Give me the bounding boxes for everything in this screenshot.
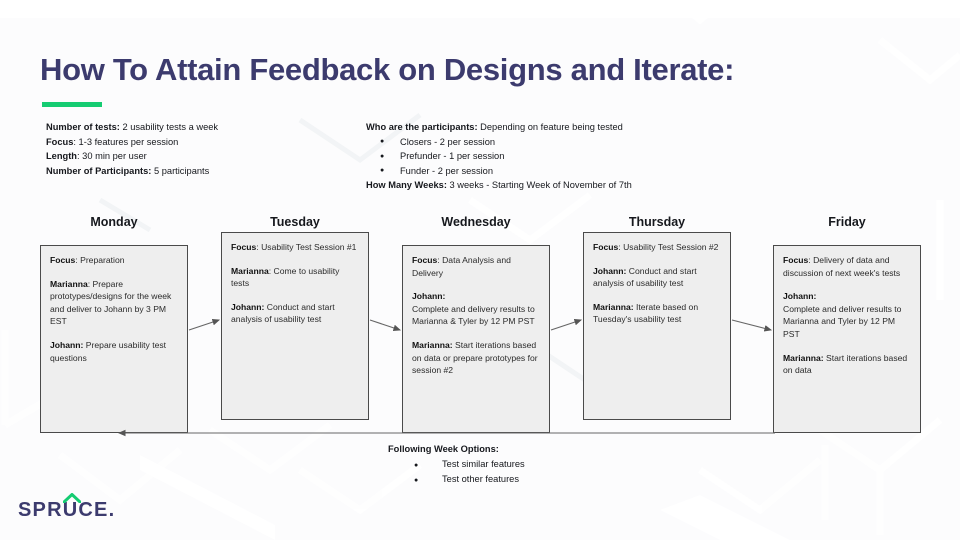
day-card-monday[interactable]: Focus: Preparation Marianna: Prepare pro… bbox=[40, 245, 188, 433]
card-text: : Preparation bbox=[75, 255, 125, 265]
card-text: : Data Analysis and Delivery bbox=[412, 255, 511, 278]
day-header-thursday: Thursday bbox=[628, 215, 686, 229]
title-accent-bar bbox=[42, 102, 102, 107]
meta-value: 3 weeks - Starting Week of November of 7… bbox=[446, 180, 632, 190]
meta-line-focus: Focus: 1-3 features per session bbox=[46, 135, 218, 150]
participants-block: Who are the participants: Depending on f… bbox=[366, 120, 632, 193]
card-block: Johann: Prepare usability test questions bbox=[50, 339, 178, 364]
meta-value: Depending on feature being tested bbox=[477, 122, 623, 132]
card-block: Marianna: Start iterations based on data bbox=[783, 352, 911, 377]
card-label: Focus bbox=[412, 255, 438, 265]
card-text: Start iterations based on data bbox=[783, 352, 908, 376]
card-text: : Usability Test Session #1 bbox=[256, 242, 357, 252]
page-title: How To Attain Feedback on Designs and It… bbox=[40, 52, 735, 87]
card-text: : Usability Test Session #2 bbox=[618, 242, 719, 252]
meta-value: : 30 min per user bbox=[76, 151, 147, 161]
day-card-wednesday[interactable]: Focus: Data Analysis and Delivery Johann… bbox=[402, 245, 550, 433]
card-block: Marianna: Come to usability tests bbox=[231, 265, 359, 290]
card-text: Complete and delivery results to Mariann… bbox=[412, 303, 535, 327]
arrow-mon-to-tue bbox=[188, 318, 221, 331]
meta-line-who-are-participants: Who are the participants: Depending on f… bbox=[366, 120, 632, 135]
day-header-tuesday: Tuesday bbox=[270, 215, 320, 229]
footer-options-list: Test similar features Test other feature… bbox=[388, 457, 525, 488]
card-label: Johann: bbox=[50, 339, 84, 350]
card-label: Marianna bbox=[231, 265, 269, 276]
card-text: : Prepare prototypes/designs for the wee… bbox=[50, 278, 172, 327]
card-block: Focus: Data Analysis and Delivery bbox=[412, 254, 540, 279]
card-label: Marianna: bbox=[783, 352, 824, 363]
card-block: Johann: Complete and deliver results to … bbox=[783, 290, 911, 340]
footer-options-label: Following Week Options: bbox=[388, 442, 525, 457]
card-label: Johann: bbox=[231, 301, 265, 312]
list-item: Test other features bbox=[388, 472, 525, 488]
meta-value: 2 usability tests a week bbox=[119, 122, 219, 132]
meta-line-how-many-weeks: How Many Weeks: 3 weeks - Starting Week … bbox=[366, 178, 632, 193]
day-card-thursday[interactable]: Focus: Usability Test Session #2 Johann:… bbox=[583, 232, 731, 420]
meta-label: Number of Participants: bbox=[46, 165, 152, 176]
card-label: Marianna: bbox=[593, 301, 634, 312]
logo-period: . bbox=[108, 499, 115, 521]
card-text: Conduct and start analysis of usability … bbox=[231, 301, 335, 325]
card-label: Marianna: bbox=[412, 339, 453, 350]
day-header-monday: Monday bbox=[90, 215, 138, 229]
meta-line-number-of-tests: Number of tests: 2 usability tests a wee… bbox=[46, 120, 218, 135]
card-text: Iterate based on Tuesday's usability tes… bbox=[593, 301, 699, 325]
chevron-up-icon bbox=[63, 493, 81, 503]
card-label: Marianna bbox=[50, 278, 88, 289]
card-block: Johann: Conduct and start analysis of us… bbox=[231, 301, 359, 326]
meta-label: Focus bbox=[46, 136, 74, 147]
card-label: Focus bbox=[231, 242, 257, 252]
list-item: Funder - 2 per session bbox=[366, 164, 632, 178]
card-text: : Delivery of data and discussion of nex… bbox=[783, 255, 901, 278]
list-item: Closers - 2 per session bbox=[366, 135, 632, 149]
card-text: Prepare usability test questions bbox=[50, 339, 167, 363]
card-text: Start iterations based on data or prepar… bbox=[412, 339, 538, 376]
card-label: Focus bbox=[593, 242, 619, 252]
meta-line-number-of-participants: Number of Participants: 5 participants bbox=[46, 164, 218, 179]
card-block: Focus: Usability Test Session #2 bbox=[593, 241, 721, 254]
card-block: Johann: Conduct and start analysis of us… bbox=[593, 265, 721, 290]
day-card-friday[interactable]: Focus: Delivery of data and discussion o… bbox=[773, 245, 921, 433]
arrow-thu-to-fri bbox=[731, 319, 773, 332]
card-label: Johann: bbox=[412, 291, 446, 302]
meta-label: Who are the participants: bbox=[366, 122, 478, 132]
arrow-wed-to-thu bbox=[550, 318, 583, 331]
following-week-options: Following Week Options: Test similar fea… bbox=[388, 442, 525, 488]
logo-wordmark: SPRUCE bbox=[18, 499, 109, 521]
spruce-logo: SPRUCE . bbox=[18, 493, 115, 521]
card-block: Marianna: Iterate based on Tuesday's usa… bbox=[593, 301, 721, 326]
card-block: Marianna: Start iterations based on data… bbox=[412, 339, 540, 377]
meta-value: : 1-3 features per session bbox=[73, 136, 179, 147]
footer-options-title: Following Week Options: bbox=[388, 444, 499, 454]
arrow-tue-to-wed bbox=[369, 319, 402, 332]
participant-role-list: Closers - 2 per session Prefunder - 1 pe… bbox=[366, 135, 632, 178]
card-text: Complete and deliver results to Marianna… bbox=[783, 303, 902, 339]
card-text: : Come to usability tests bbox=[231, 265, 340, 289]
card-label: Johann: bbox=[593, 265, 627, 276]
card-block: Marianna: Prepare prototypes/designs for… bbox=[50, 278, 178, 328]
meta-line-length: Length: 30 min per user bbox=[46, 149, 218, 164]
list-item: Test similar features bbox=[388, 457, 525, 473]
meta-value: 5 participants bbox=[151, 165, 210, 176]
meta-label: Length bbox=[46, 151, 77, 161]
card-label: Focus bbox=[50, 255, 76, 265]
list-item: Prefunder - 1 per session bbox=[366, 149, 632, 163]
day-header-wednesday: Wednesday bbox=[441, 215, 511, 229]
card-text: Conduct and start analysis of usability … bbox=[593, 265, 697, 289]
card-label: Johann: bbox=[783, 291, 817, 302]
meta-label: Number of tests: bbox=[46, 122, 120, 132]
day-card-tuesday[interactable]: Focus: Usability Test Session #1 Mariann… bbox=[221, 232, 369, 420]
meta-label: How Many Weeks: bbox=[366, 180, 447, 190]
card-label: Focus bbox=[783, 255, 809, 265]
card-block: Focus: Delivery of data and discussion o… bbox=[783, 254, 911, 279]
study-parameters-block: Number of tests: 2 usability tests a wee… bbox=[46, 120, 218, 178]
day-header-friday: Friday bbox=[828, 215, 866, 229]
card-block: Focus: Preparation bbox=[50, 254, 178, 267]
card-block: Johann: Complete and delivery results to… bbox=[412, 290, 540, 328]
card-block: Focus: Usability Test Session #1 bbox=[231, 241, 359, 254]
